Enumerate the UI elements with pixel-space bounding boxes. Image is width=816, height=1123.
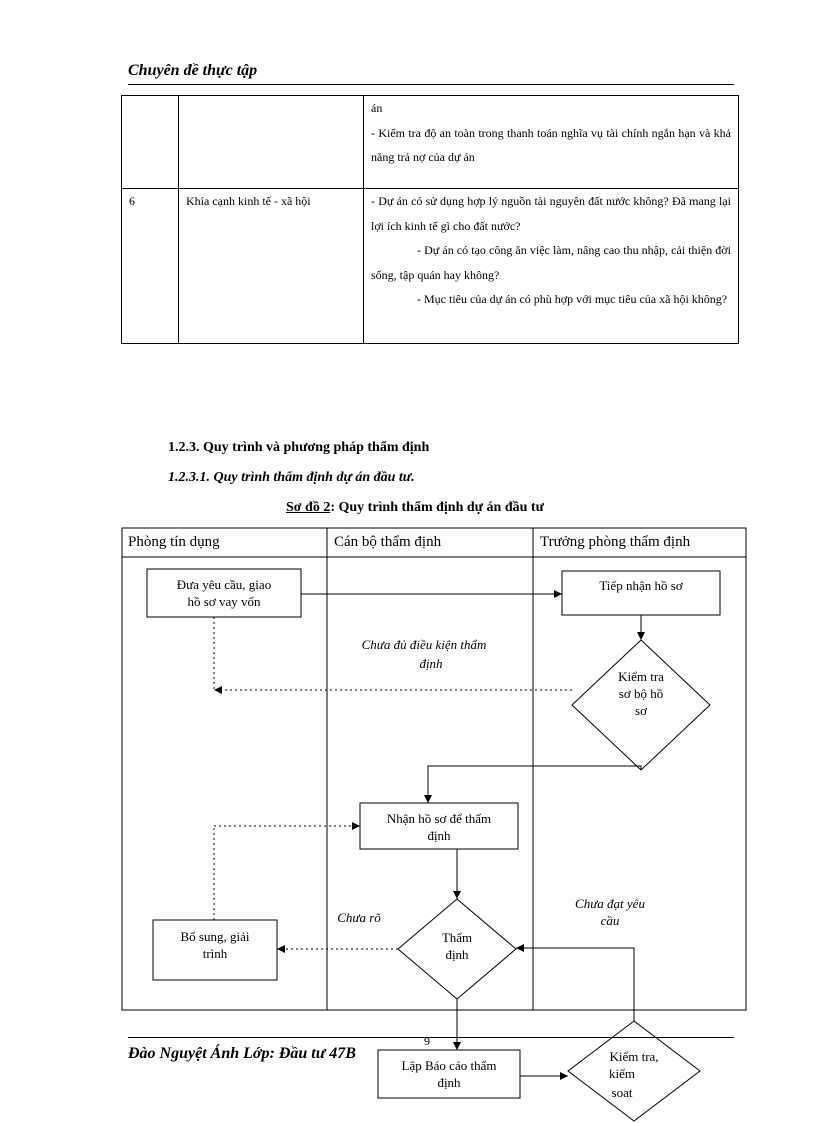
note-line: Chưa đạt yêu	[575, 896, 645, 911]
header-title: Chuyên đề thực tập	[128, 62, 258, 79]
section-heading: 1.2.3. Quy trình và phương pháp thẩm địn…	[168, 440, 430, 455]
criteria-table: án - Kiểm tra độ an toàn trong thanh toá…	[121, 95, 739, 344]
row-aspect	[178, 95, 364, 189]
box-line: soat	[612, 1085, 633, 1100]
box-line: Thẩm	[442, 930, 472, 945]
box-line: kiểm	[609, 1066, 635, 1081]
arrow-control-appraise	[516, 944, 635, 1021]
supplement-box	[152, 919, 278, 981]
row-number: 6	[121, 188, 179, 344]
note-line: Chưa đủ điều kiện thẩm	[362, 637, 487, 652]
row-content: - Dự án có sử dụng hợp lý nguồn tài nguy…	[363, 188, 739, 344]
box-line: định	[445, 947, 469, 962]
box-line: định	[437, 1075, 461, 1090]
content-line: - Dự án có sử dụng hợp lý nguồn tài nguy…	[371, 194, 731, 233]
box-line: hồ sơ vay vốn	[188, 594, 261, 609]
table-row: án - Kiểm tra độ an toàn trong thanh toá…	[121, 95, 739, 189]
box-line: Nhận hồ sơ để thẩm	[387, 811, 491, 826]
control-diamond	[567, 1020, 701, 1122]
lane-heading: Trưởng phòng thẩm định	[540, 534, 691, 550]
caption-prefix: Sơ đồ 2	[286, 500, 331, 515]
box-line: Đưa yêu cầu, giao	[177, 577, 271, 592]
page-number: 9	[424, 1034, 430, 1048]
footer-rule	[128, 1037, 734, 1038]
footer-author: Đào Nguyệt Ánh Lớp: Đầu tư 47B	[128, 1045, 356, 1062]
row-content: án - Kiểm tra độ an toàn trong thanh toá…	[363, 95, 739, 189]
box-line: Bổ sung, giải	[181, 929, 250, 944]
note-line: cầu	[601, 913, 620, 928]
swimlane-frame	[121, 527, 747, 1011]
diagram-caption: Sơ đồ 2: Quy trình thẩm định dự án đầu t…	[286, 500, 544, 516]
note-line: Chưa rõ	[337, 910, 381, 925]
box-line: sơ	[635, 703, 648, 718]
subsection-heading: 1.2.3.1. Quy trình thẩm định dự án đầu t…	[168, 470, 415, 485]
box-line: trình	[203, 946, 228, 961]
receive-box	[561, 570, 721, 616]
content-line: án	[371, 101, 383, 115]
content-line: - Dự án có tạo công ăn việc làm, nâng ca…	[371, 243, 731, 282]
box-line: định	[427, 828, 451, 843]
box-line: Lập Báo cáo thẩm	[402, 1058, 497, 1073]
table-row: 6 Khía cạnh kinh tế - xã hội - Dự án có …	[121, 188, 739, 344]
box-line: Tiếp nhận hồ sơ	[599, 578, 683, 593]
lane-heading: Phòng tín dụng	[128, 534, 220, 550]
caption-rest: : Quy trình thẩm định dự án đầu tư	[330, 500, 544, 515]
submit-box	[146, 568, 302, 618]
content-line: - Kiểm tra độ an toàn trong thanh toán n…	[371, 125, 731, 165]
report-box	[377, 1049, 521, 1099]
content-line: - Mục tiêu của dự án có phù hợp với mục …	[417, 292, 728, 306]
row-aspect: Khía cạnh kinh tế - xã hội	[178, 188, 364, 344]
box-line: Kiểm tra,	[609, 1049, 658, 1064]
lane-heading: Cán bộ thẩm định	[334, 534, 442, 550]
header-rule	[128, 84, 734, 85]
box-line: sơ bộ hồ	[619, 686, 663, 701]
note-line: định	[419, 656, 442, 671]
accept-box	[359, 802, 519, 850]
box-line: Kiểm tra	[618, 669, 664, 684]
arrow-precheck-accept	[424, 765, 642, 803]
row-number	[121, 95, 179, 189]
